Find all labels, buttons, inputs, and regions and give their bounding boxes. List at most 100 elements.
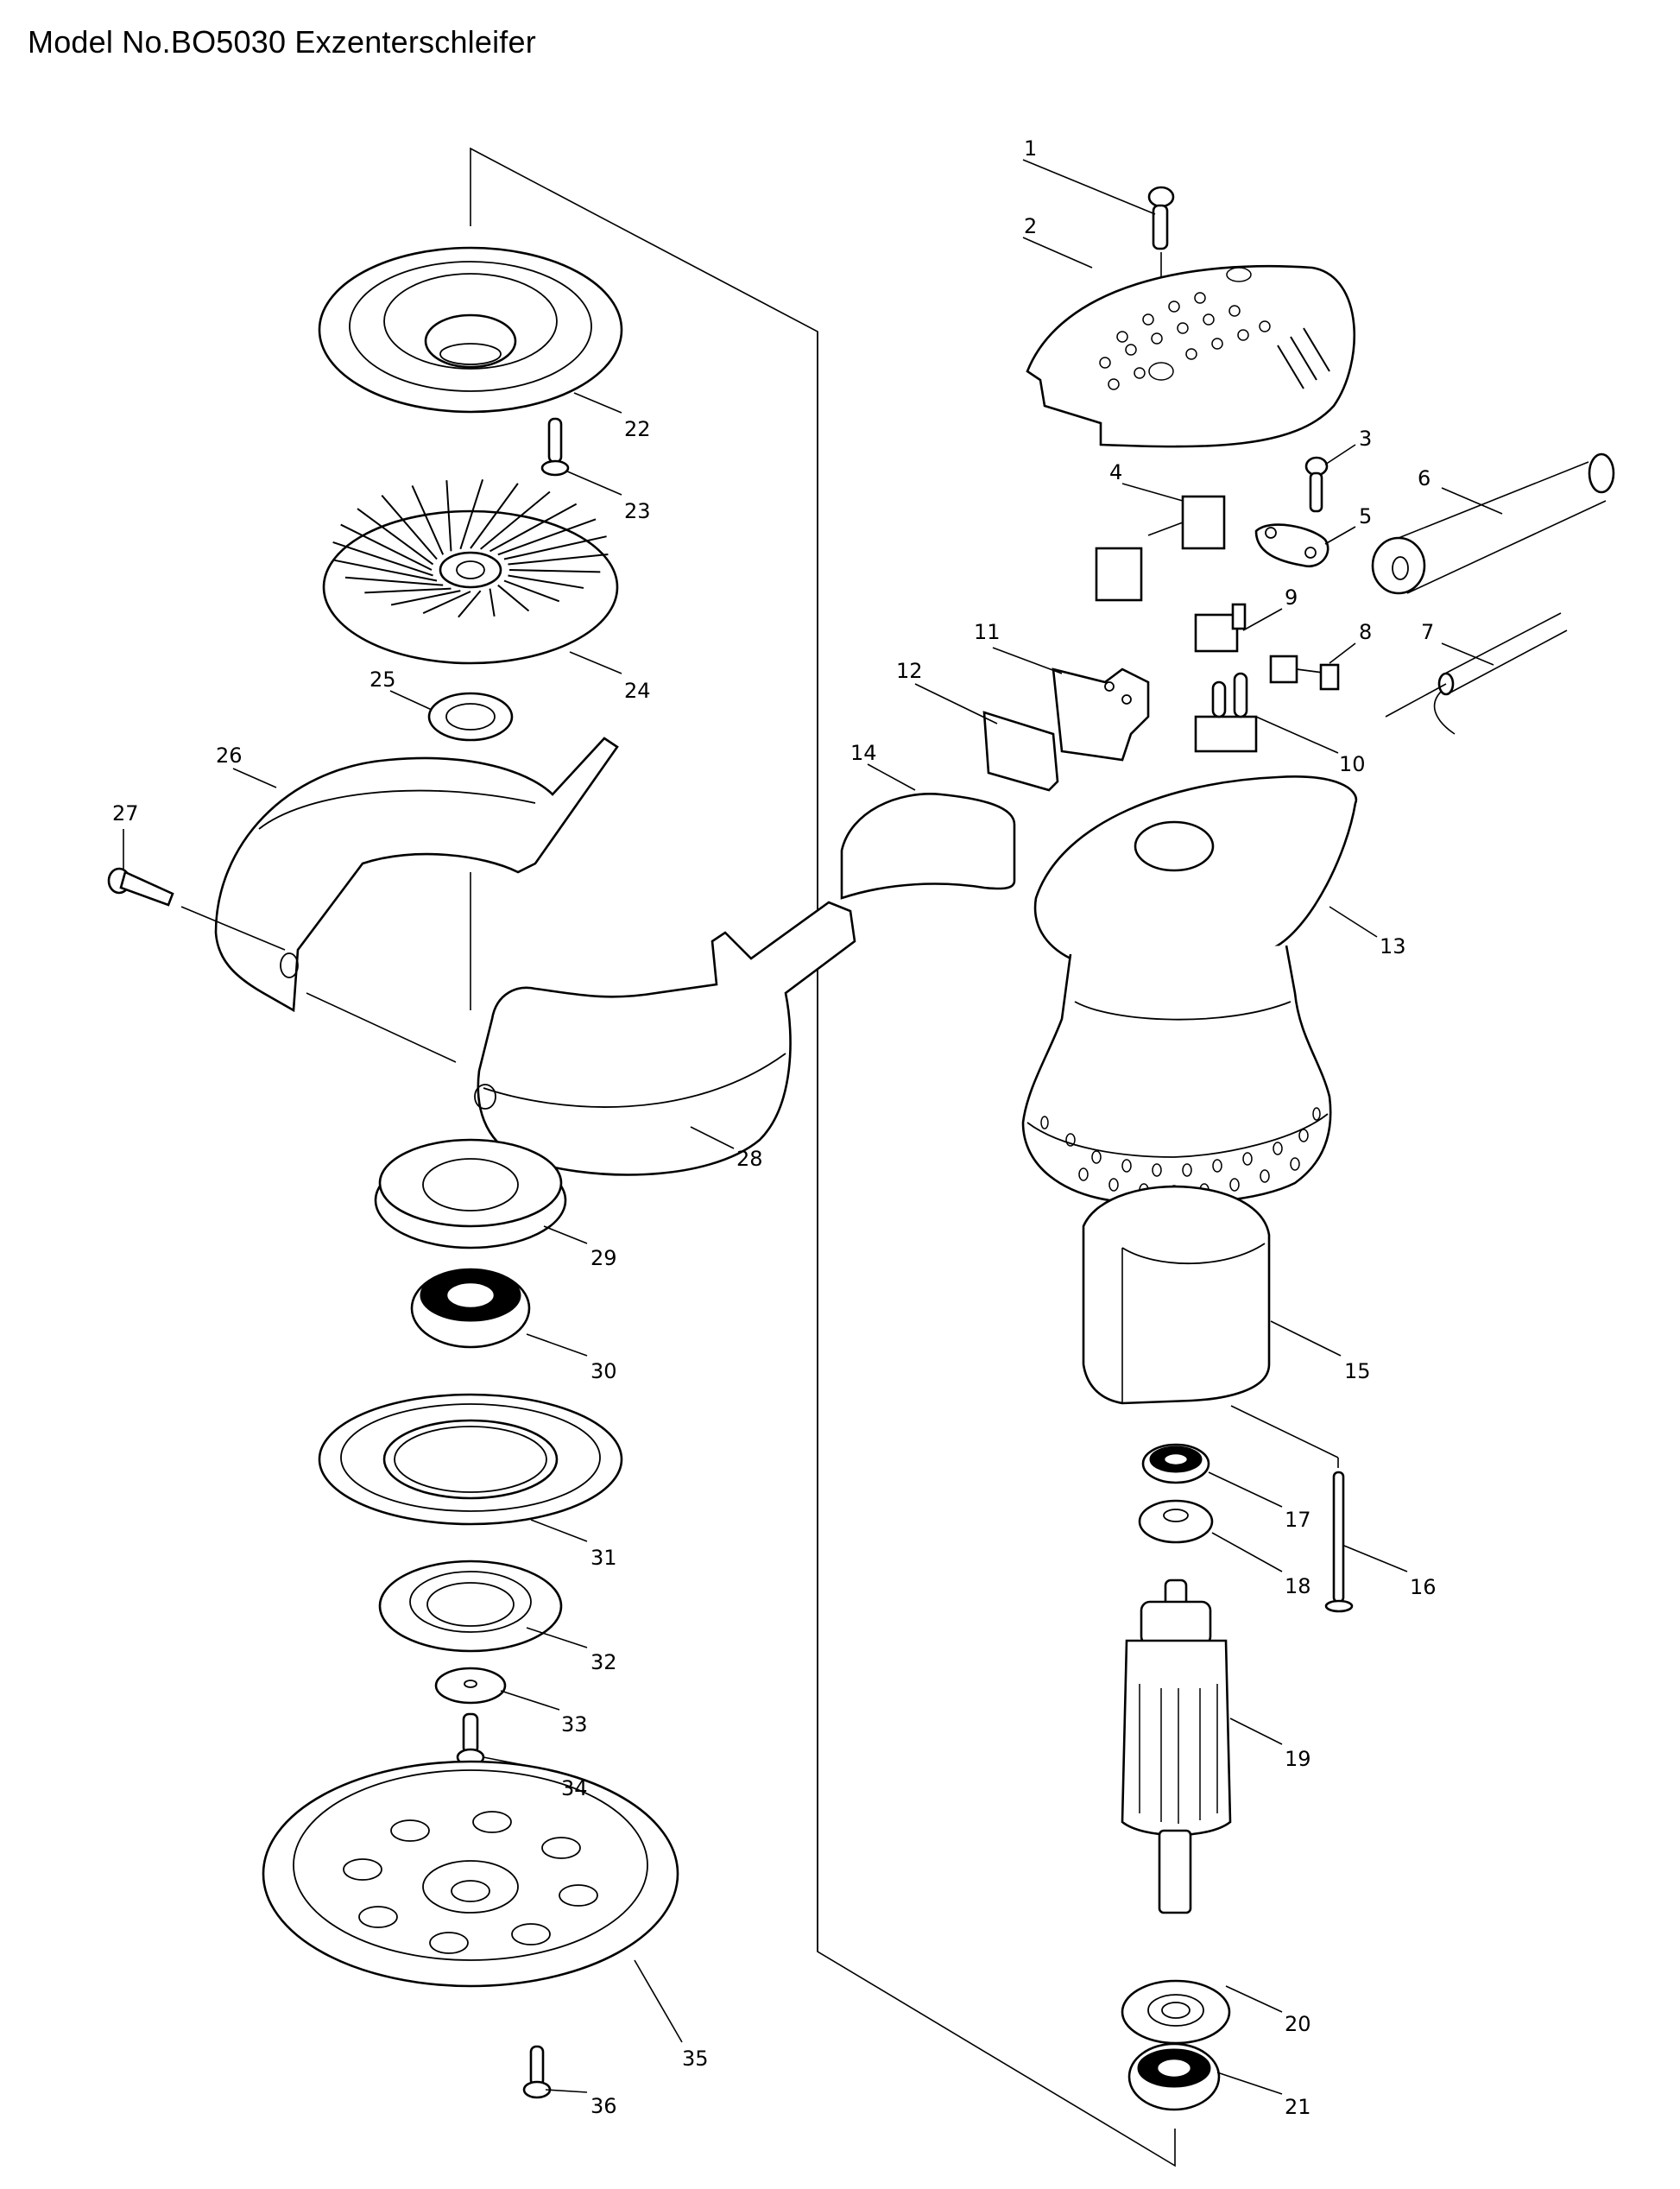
part-20-washer bbox=[1121, 1979, 1231, 2045]
part-34-screw bbox=[456, 1712, 485, 1767]
part-10-terminal-block bbox=[1194, 672, 1258, 753]
fan-blade bbox=[364, 587, 452, 594]
leader-line-1 bbox=[1022, 159, 1156, 215]
callout-label-29: 29 bbox=[591, 1246, 617, 1270]
fan-blade bbox=[503, 579, 560, 603]
fan-blade bbox=[480, 490, 551, 550]
leader-line-10 bbox=[1255, 716, 1339, 754]
callout-label-33: 33 bbox=[561, 1712, 588, 1737]
fan-blade bbox=[459, 479, 484, 550]
callout-label-12: 12 bbox=[896, 659, 923, 683]
leader-line-22 bbox=[573, 392, 622, 414]
leader-line-31 bbox=[530, 1519, 588, 1542]
leader-line-4 bbox=[1121, 483, 1184, 502]
part-14-name-plate bbox=[840, 793, 1016, 900]
part-29-bearing-seat bbox=[374, 1138, 567, 1250]
fan-blade bbox=[332, 541, 433, 577]
leader-line-23 bbox=[565, 470, 622, 496]
leader-line-8 bbox=[1329, 642, 1356, 664]
callout-label-23: 23 bbox=[624, 499, 651, 523]
fan-blade bbox=[497, 518, 597, 556]
leader-line-7 bbox=[1441, 642, 1494, 666]
fan-blade bbox=[334, 559, 438, 582]
part-30-ball-bearing bbox=[410, 1268, 531, 1349]
leader-line-11 bbox=[992, 647, 1063, 674]
part-26-dust-cover-upper bbox=[214, 737, 619, 1013]
callout-label-14: 14 bbox=[850, 741, 877, 765]
part-36-screw bbox=[522, 2045, 552, 2099]
fan-blade bbox=[503, 535, 607, 560]
callout-label-18: 18 bbox=[1285, 1574, 1311, 1598]
leader-line-32 bbox=[526, 1627, 588, 1648]
fan-blade bbox=[489, 588, 496, 617]
leader-line-25 bbox=[389, 690, 433, 711]
part-28-dust-cover-lower bbox=[474, 901, 856, 1176]
fan-blade bbox=[508, 569, 601, 573]
callout-labels: 1234567891011121314151617181920212223242… bbox=[112, 136, 1437, 2119]
callout-label-15: 15 bbox=[1344, 1359, 1371, 1383]
leader-line-28 bbox=[690, 1126, 735, 1149]
part-11-switch bbox=[1052, 667, 1150, 762]
fan-blade bbox=[422, 591, 471, 615]
leader-line-21 bbox=[1216, 2072, 1283, 2095]
part-7-power-cord bbox=[1385, 612, 1568, 735]
leader-line-26 bbox=[232, 768, 277, 788]
leader-line-24 bbox=[569, 651, 622, 674]
part-31-pad-holder-plate bbox=[318, 1393, 623, 1526]
part-12-switch-lever bbox=[982, 711, 1059, 792]
leader-line-2 bbox=[1022, 237, 1093, 269]
leader-line-3 bbox=[1324, 444, 1356, 465]
callout-label-30: 30 bbox=[591, 1359, 617, 1383]
part-6-cord-guard bbox=[1371, 452, 1615, 595]
leader-line-33 bbox=[500, 1690, 560, 1711]
fan-blade bbox=[357, 508, 434, 566]
callout-label-8: 8 bbox=[1359, 620, 1372, 644]
fan-blade bbox=[497, 584, 530, 612]
part-25-ring bbox=[427, 692, 514, 742]
leader-line-35 bbox=[634, 1959, 683, 2043]
fan-blade bbox=[340, 523, 433, 571]
callout-label-20: 20 bbox=[1285, 2012, 1311, 2036]
part-13-motor-housing bbox=[1021, 775, 1358, 1205]
part-33-washer bbox=[434, 1667, 507, 1705]
leader-line-9 bbox=[1242, 608, 1283, 631]
fan-blade bbox=[470, 483, 519, 549]
callout-label-17: 17 bbox=[1285, 1508, 1311, 1532]
callout-label-32: 32 bbox=[591, 1650, 617, 1674]
leader-line-15 bbox=[1270, 1320, 1342, 1357]
callout-label-7: 7 bbox=[1421, 620, 1434, 644]
leader-line-34 bbox=[483, 1756, 560, 1773]
callout-label-5: 5 bbox=[1359, 504, 1372, 528]
part-27-screw bbox=[107, 833, 457, 1063]
fan-blade bbox=[458, 590, 482, 618]
leader-line-5 bbox=[1324, 526, 1356, 545]
fan-blade bbox=[445, 480, 452, 552]
callout-label-21: 21 bbox=[1285, 2095, 1311, 2119]
part-16-long-screw bbox=[1230, 1405, 1354, 1613]
fan-blade bbox=[411, 485, 445, 555]
callout-label-25: 25 bbox=[369, 667, 396, 692]
callout-label-27: 27 bbox=[112, 801, 139, 826]
fan-blade bbox=[508, 574, 584, 589]
part-35-sanding-pad bbox=[262, 1760, 679, 1988]
part-24-fan bbox=[322, 479, 619, 665]
leader-line-30 bbox=[526, 1333, 588, 1357]
leader-line-6 bbox=[1441, 487, 1503, 515]
callout-label-22: 22 bbox=[624, 417, 651, 441]
callout-label-36: 36 bbox=[591, 2094, 617, 2118]
callout-label-26: 26 bbox=[216, 743, 243, 768]
part-23-screw bbox=[540, 417, 570, 477]
callout-label-28: 28 bbox=[736, 1147, 763, 1171]
part-19-armature bbox=[1121, 1578, 1232, 1914]
callout-label-3: 3 bbox=[1359, 427, 1372, 451]
part-8-carbon-brush bbox=[1269, 655, 1340, 691]
callout-label-34: 34 bbox=[561, 1776, 588, 1800]
callout-label-24: 24 bbox=[624, 679, 651, 703]
leader-line-12 bbox=[914, 683, 998, 724]
part-9-brush-holder bbox=[1194, 603, 1247, 653]
fan-blade bbox=[508, 554, 609, 566]
callout-label-1: 1 bbox=[1024, 136, 1037, 161]
part-17-ball-bearing bbox=[1141, 1443, 1210, 1484]
diagram-title: Model No.BO5030 Exzenterschleifer bbox=[28, 24, 536, 60]
